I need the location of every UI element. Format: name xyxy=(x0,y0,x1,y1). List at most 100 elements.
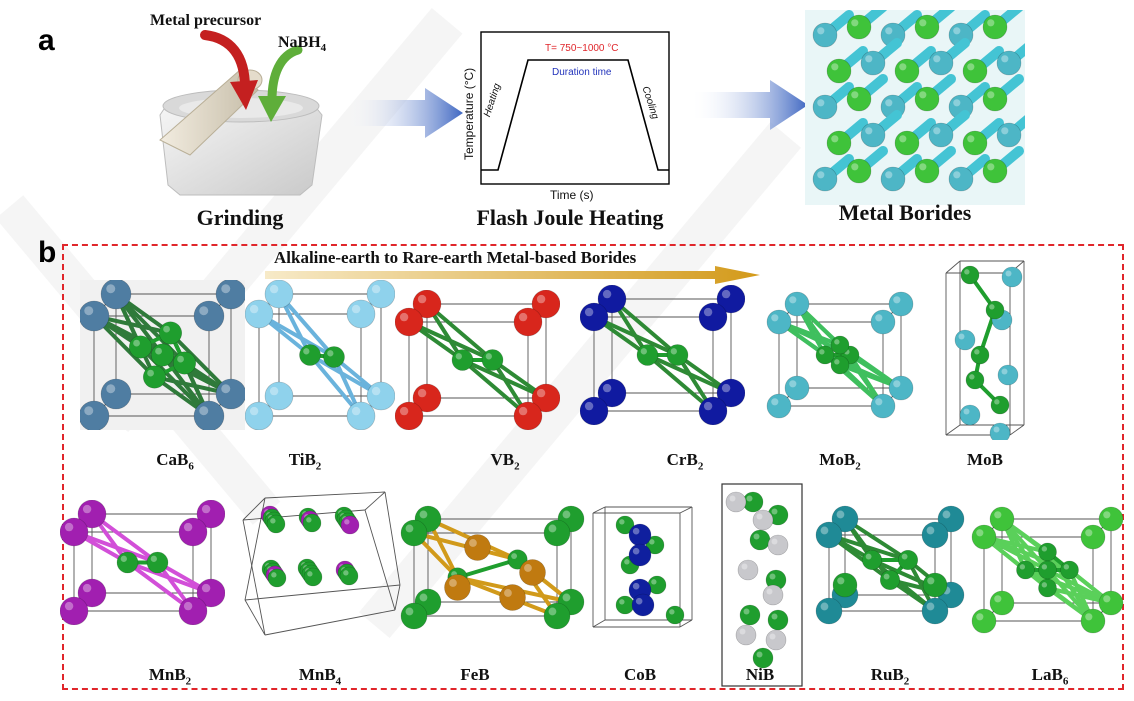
metal-atom xyxy=(996,50,1022,76)
metal-atom xyxy=(196,500,225,529)
boron-atom xyxy=(826,58,852,84)
metal-atom xyxy=(716,378,745,408)
metal-atom xyxy=(60,517,89,547)
boron-atom xyxy=(615,595,635,615)
metal-atom xyxy=(766,393,792,419)
temperature-range-label: T= 750~1000 °C xyxy=(545,43,619,54)
metal-atom xyxy=(888,291,914,317)
crystal-mob xyxy=(945,260,1025,440)
boron-atom xyxy=(267,568,287,588)
borides-banner-text: Alkaline-earth to Rare-earth Metal-based… xyxy=(274,248,637,267)
boron-atom xyxy=(150,343,175,367)
metal-atom xyxy=(880,166,906,192)
boron-atom xyxy=(172,351,197,375)
metal-atom xyxy=(531,290,560,319)
boron-atom xyxy=(982,86,1008,112)
metal-atom xyxy=(100,280,132,310)
boron-atom xyxy=(1038,560,1057,580)
metal-borides-label: Metal Borides xyxy=(838,200,972,225)
grinding-label: Grinding xyxy=(196,205,284,230)
boron-atom xyxy=(830,355,850,375)
nabh4-text: NaBH xyxy=(278,34,321,51)
boron-atom xyxy=(1038,542,1057,562)
metal-atom xyxy=(464,534,491,561)
crystal-vb2 xyxy=(395,290,560,430)
boron-atom xyxy=(116,551,139,574)
label-cab6: CaB6 xyxy=(156,450,194,473)
process-arrow-2 xyxy=(690,80,808,130)
boron-atom xyxy=(985,300,1005,320)
metal-atom xyxy=(928,122,954,148)
metal-atom xyxy=(784,291,810,317)
metal-atom xyxy=(245,299,274,329)
label-cob: CoB xyxy=(623,665,657,684)
boron-atom xyxy=(636,344,659,366)
crystal-feb xyxy=(400,505,585,630)
boron-atom xyxy=(299,344,321,366)
label-mob: MoB xyxy=(967,450,1003,469)
metal-atom xyxy=(971,524,997,550)
crystal-cab6 xyxy=(80,280,245,430)
metal-atom xyxy=(519,559,546,586)
label-crb2: CrB2 xyxy=(666,450,704,473)
boron-atom xyxy=(752,647,774,669)
boron-atom xyxy=(128,335,153,359)
metal-atom xyxy=(1080,608,1106,634)
boron-atom xyxy=(666,344,689,366)
boron-atom xyxy=(1038,578,1057,598)
boron-atom xyxy=(846,14,872,40)
metal-atom xyxy=(996,122,1022,148)
label-rub2: RuB2 xyxy=(870,665,910,688)
metal-atom xyxy=(513,401,543,430)
boron-atom xyxy=(615,515,635,535)
nabh4-sub: 4 xyxy=(320,42,327,55)
metal-atom xyxy=(513,307,543,337)
graph-y-axis-label: Temperature (°C) xyxy=(462,67,476,160)
boron-atom xyxy=(767,609,789,631)
metal-atom xyxy=(784,375,810,401)
metal-atom xyxy=(346,401,376,430)
boron-atom xyxy=(826,130,852,156)
crystal-crb2 xyxy=(580,285,745,425)
boron-atom xyxy=(894,58,920,84)
metal-atom xyxy=(812,22,838,48)
metal-atom xyxy=(921,521,949,549)
metal-atom xyxy=(631,593,655,617)
metal-atom xyxy=(543,602,571,630)
metal-atom xyxy=(860,50,886,76)
crystal-mnb2 xyxy=(60,500,225,625)
boron-atom xyxy=(832,572,858,598)
metal-atom xyxy=(812,166,838,192)
metal-atom xyxy=(499,584,526,611)
metal-atom xyxy=(543,519,571,547)
crystal-cob xyxy=(592,506,693,628)
label-vb2: VB2 xyxy=(490,450,520,473)
metal-atom xyxy=(400,519,428,547)
metal-atom xyxy=(767,534,789,556)
metal-atom xyxy=(193,300,225,332)
metal-atom xyxy=(989,422,1011,440)
boron-atom xyxy=(665,605,685,625)
metal-atom xyxy=(245,401,274,430)
metal-precursor-label: Metal precursor xyxy=(150,12,262,29)
boron-atom xyxy=(645,535,665,555)
metal-atom xyxy=(1001,266,1023,288)
metal-atom xyxy=(366,381,395,411)
crystal-lab6 xyxy=(971,506,1124,634)
metal-atom xyxy=(340,515,360,535)
metal-atom xyxy=(971,608,997,634)
metal-atom xyxy=(264,280,294,309)
metal-atom xyxy=(870,309,896,335)
crystal-rub2 xyxy=(815,505,965,625)
panel-a-letter: a xyxy=(38,24,55,57)
metal-atom xyxy=(531,383,560,413)
crystal-mnb4 xyxy=(242,491,401,636)
metal-atom xyxy=(395,307,424,337)
metal-atom xyxy=(737,559,759,581)
boron-atom xyxy=(846,158,872,184)
mortar-pestle-illustration xyxy=(159,30,323,196)
boron-atom xyxy=(982,14,1008,40)
metal-atom xyxy=(597,378,627,408)
metal-atom xyxy=(735,624,757,646)
boron-atom xyxy=(142,365,167,389)
